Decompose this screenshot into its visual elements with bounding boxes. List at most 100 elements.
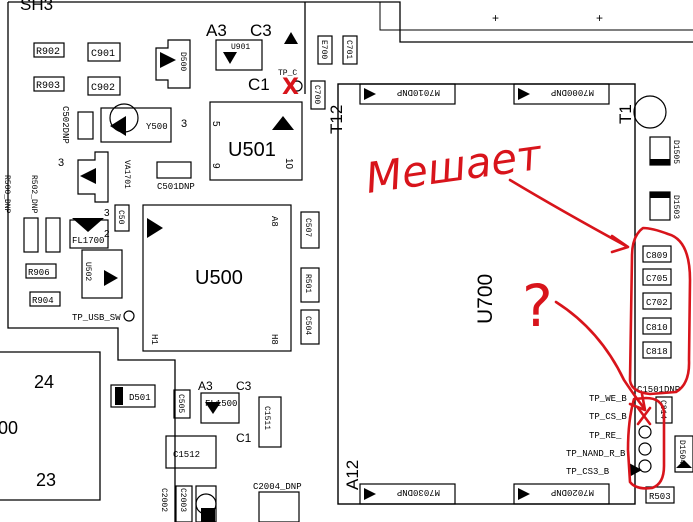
pin-c3-label: C3 bbox=[250, 21, 272, 40]
connector-top-left bbox=[359, 83, 456, 105]
d1505-label: D1505 bbox=[671, 140, 680, 164]
u501-label: U501 bbox=[228, 139, 276, 161]
u700-pin-a12: A12 bbox=[343, 460, 362, 490]
testpoint-loop bbox=[626, 396, 666, 490]
c501dnp-body bbox=[156, 161, 192, 179]
c809-label: C809 bbox=[646, 251, 668, 261]
c2002-label: C2002 bbox=[159, 488, 168, 512]
d1504-marker bbox=[676, 460, 692, 468]
connector-bottom-left-label: M7030DNP bbox=[397, 487, 440, 497]
va1701-label: VA1701 bbox=[122, 160, 131, 189]
r903-body bbox=[33, 76, 65, 92]
c702-body bbox=[642, 292, 672, 310]
d500-body bbox=[155, 39, 191, 89]
c1511-body bbox=[258, 396, 282, 448]
fl1500-pin-a3: A3 bbox=[198, 379, 213, 393]
fl1500-pin-c3: C3 bbox=[236, 379, 252, 393]
c809-body bbox=[642, 245, 672, 263]
y500-body bbox=[100, 107, 172, 143]
connector-bottom-right-label: M7020DNP bbox=[551, 487, 594, 497]
u502-pin1-marker bbox=[104, 270, 118, 286]
u500-body bbox=[142, 204, 292, 352]
u501-pin10: 10 bbox=[283, 158, 294, 170]
question-mark: ? bbox=[522, 272, 553, 340]
tp-re-circle bbox=[638, 442, 652, 456]
pin-24-label: 24 bbox=[34, 372, 54, 392]
c818-label: C818 bbox=[646, 347, 668, 357]
arrow-line bbox=[508, 178, 628, 248]
d500-label: D500 bbox=[178, 52, 187, 71]
fl1500-pin-c1: C1 bbox=[236, 431, 252, 445]
pin-00-label: 00 bbox=[0, 418, 18, 438]
c810-label: C810 bbox=[646, 323, 668, 333]
u500-label: U500 bbox=[195, 267, 243, 289]
c1512-body bbox=[165, 435, 217, 469]
c2003-body bbox=[175, 485, 193, 522]
c818-body bbox=[642, 341, 672, 359]
u500-pin-a8: A8 bbox=[269, 216, 279, 227]
r501-label: R501 bbox=[303, 274, 312, 293]
c700-body bbox=[310, 80, 326, 110]
d1503-label: D1503 bbox=[671, 195, 680, 219]
tp-cs-b-circle bbox=[638, 425, 652, 439]
c504-label: C504 bbox=[303, 316, 312, 335]
u501-pin1-marker bbox=[272, 116, 294, 130]
c902-body bbox=[87, 76, 121, 96]
c502dnp-label: C502DNP bbox=[60, 106, 70, 144]
u700-pin-t1: T1 bbox=[616, 104, 635, 124]
capacitor-loop bbox=[628, 226, 692, 396]
r503-label: R503 bbox=[649, 492, 671, 502]
u502-label: U502 bbox=[83, 262, 92, 281]
c2004-body bbox=[258, 491, 300, 522]
fl1500-pin1-marker bbox=[205, 402, 221, 414]
r902-body bbox=[33, 42, 65, 58]
tp-cs3-b-label: TP_CS3_B bbox=[566, 467, 610, 477]
r501-body bbox=[300, 267, 320, 303]
c2002-marker bbox=[201, 508, 215, 522]
c507-body bbox=[300, 211, 320, 249]
arrow-head bbox=[610, 234, 630, 254]
c702-label: C702 bbox=[646, 298, 668, 308]
y500-pin3: 3 bbox=[181, 118, 187, 130]
connector-bottom-right bbox=[513, 483, 610, 505]
c700-label: C700 bbox=[312, 85, 321, 104]
r906-body bbox=[25, 263, 57, 279]
pin-c1-label: C1 bbox=[248, 75, 270, 94]
tp-c-label: TP_C bbox=[278, 69, 297, 78]
u500-pin-h8: H8 bbox=[269, 334, 279, 345]
connector-pin1-marker bbox=[364, 88, 376, 100]
c810-body bbox=[642, 317, 672, 335]
c2004-label: C2004_DNP bbox=[253, 482, 302, 492]
u700-body bbox=[337, 83, 636, 505]
plus-mark: + bbox=[596, 11, 603, 25]
c1511-label: C1511 bbox=[262, 406, 271, 430]
d1504-label: D1504 bbox=[677, 440, 686, 464]
c505-label: C505 bbox=[176, 394, 185, 413]
u500-pin1-marker bbox=[147, 218, 163, 238]
u901-label: U901 bbox=[231, 43, 250, 52]
fl1500-label: FL1500 bbox=[205, 399, 237, 409]
connector-top-right bbox=[513, 83, 610, 105]
r906-label: R906 bbox=[28, 268, 50, 278]
u700-label: U700 bbox=[474, 274, 497, 324]
c2003-label: C2003 bbox=[178, 488, 187, 512]
tp-c-circle bbox=[291, 80, 303, 92]
u901-pin1-marker bbox=[223, 52, 237, 64]
va1701-pin3: 3 bbox=[58, 157, 64, 169]
r502-label: R502_DNP bbox=[29, 175, 38, 214]
sheet-ref: SH3 bbox=[20, 0, 53, 14]
u500-pin-h1: H1 bbox=[149, 334, 159, 345]
r904-body bbox=[29, 291, 61, 307]
r500-label: R500_DNP bbox=[2, 175, 11, 214]
c701-body bbox=[342, 35, 358, 65]
c3-marker bbox=[284, 32, 298, 44]
c1512-label: C1512 bbox=[173, 450, 200, 460]
d501-body bbox=[110, 384, 156, 408]
tp-usb-sw-label: TP_USB_SW bbox=[72, 313, 121, 323]
c901-body bbox=[87, 42, 121, 62]
e700-label: E700 bbox=[319, 40, 328, 59]
u501-pin5: 5 bbox=[210, 121, 221, 127]
